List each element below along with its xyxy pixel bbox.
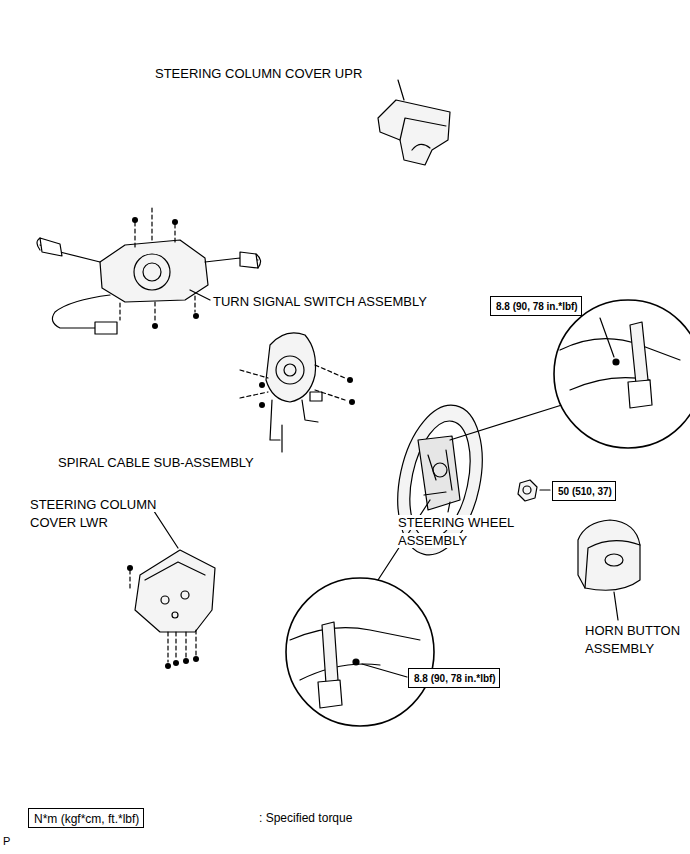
nut bbox=[518, 480, 550, 501]
torque-box: 8.8 (90, 78 in.*lbf) bbox=[408, 668, 500, 688]
detail-circle bbox=[286, 578, 434, 726]
torque-box: 8.8 (90, 78 in.*lbf) bbox=[490, 296, 582, 316]
label-text: STEERING WHEEL ASSEMBLY bbox=[398, 515, 514, 548]
torque-text: N*m (kgf*cm, ft.*lbf) bbox=[34, 812, 138, 826]
label-text: TURN SIGNAL SWITCH ASSEMBLY bbox=[213, 294, 427, 309]
torque-text: 8.8 (90, 78 in.*lbf) bbox=[496, 300, 576, 314]
torque-text: 8.8 (90, 78 in.*lbf) bbox=[414, 672, 494, 686]
part-name: SPIRAL CABLE SUB-ASSEMBLY bbox=[58, 454, 254, 472]
part-name: HORN BUTTON ASSEMBLY bbox=[585, 622, 690, 658]
label-text: : Specified torque bbox=[259, 811, 352, 825]
legend-box: N*m (kgf*cm, ft.*lbf) bbox=[28, 808, 144, 828]
label-text: HORN BUTTON ASSEMBLY bbox=[585, 623, 680, 656]
spiral-cable bbox=[240, 333, 355, 452]
legend-text: : Specified torque bbox=[259, 809, 352, 827]
torque-text: 50 (510, 37) bbox=[558, 485, 610, 499]
part-name: STEERING COLUMN COVER LWR bbox=[30, 496, 165, 532]
column-cover-lower bbox=[127, 505, 215, 669]
part-name: TURN SIGNAL SWITCH ASSEMBLY bbox=[213, 293, 427, 311]
horn-button bbox=[578, 520, 640, 620]
label-text: STEERING COLUMN COVER LWR bbox=[30, 497, 156, 530]
torque-box: 50 (510, 37) bbox=[552, 481, 616, 501]
steering-wheel bbox=[378, 397, 565, 580]
label-text: SPIRAL CABLE SUB-ASSEMBLY bbox=[58, 455, 254, 470]
label-text: STEERING COLUMN COVER UPR bbox=[155, 66, 362, 81]
detail-circle bbox=[554, 300, 690, 448]
part-name: STEERING WHEEL ASSEMBLY bbox=[398, 514, 533, 550]
column-cover-upper bbox=[378, 80, 450, 165]
turn-signal-switch bbox=[37, 208, 261, 334]
figure-code: P bbox=[3, 832, 10, 850]
part-name: STEERING COLUMN COVER UPR bbox=[155, 65, 362, 83]
label-text: P bbox=[3, 835, 10, 847]
